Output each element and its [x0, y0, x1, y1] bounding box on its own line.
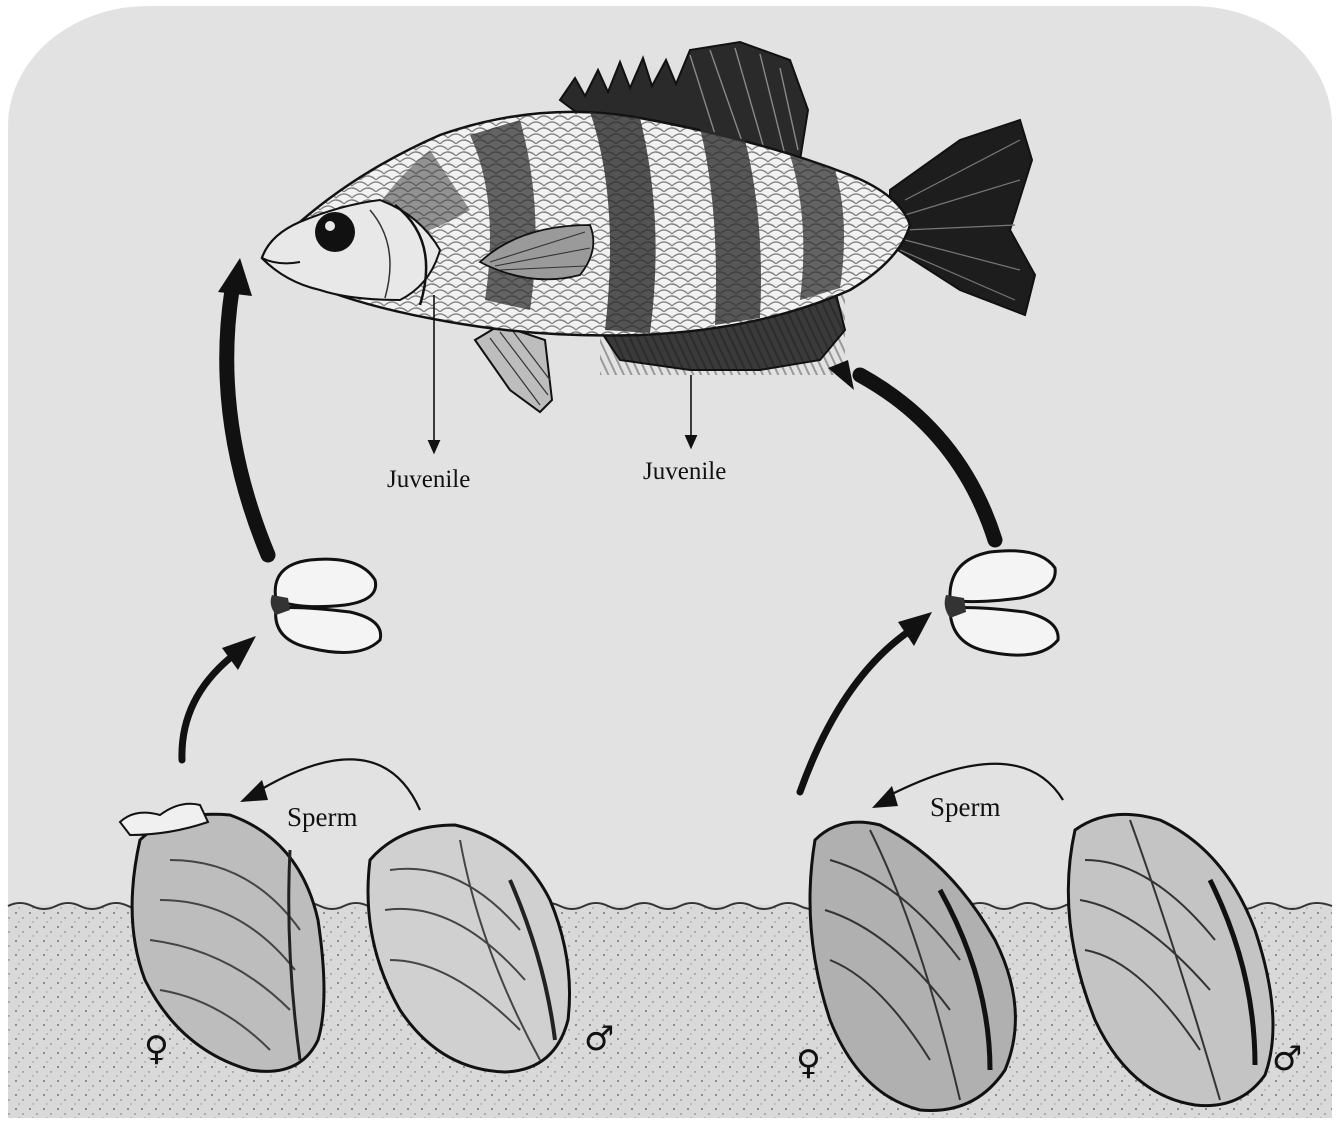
juvenile-label-left: Juvenile [387, 466, 470, 494]
sperm-label-left: Sperm [287, 802, 358, 833]
fish-eye [315, 212, 355, 252]
sperm-label-right: Sperm [930, 792, 1001, 823]
male-symbol-left: ♂ [584, 1022, 614, 1056]
male-symbol-right: ♂ [1272, 1042, 1302, 1076]
juvenile-label-right: Juvenile [643, 458, 726, 486]
female-symbol-left: ♀ [144, 1032, 169, 1066]
female-symbol-right: ♀ [796, 1046, 821, 1080]
